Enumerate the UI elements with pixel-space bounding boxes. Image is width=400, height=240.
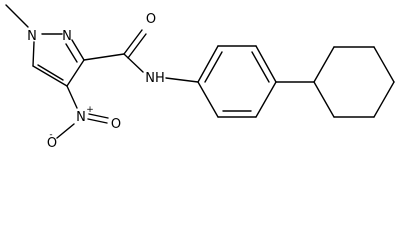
bond-ph-inner-2 [251, 51, 270, 83]
charge-o-nitro-1: - [49, 130, 52, 140]
bond-c3-camide [83, 53, 125, 61]
bond-carbonyl-a [123, 29, 143, 55]
bond-ph-3 [255, 45, 277, 83]
bond-cy-4 [373, 81, 395, 118]
bond-ph-4 [255, 81, 277, 118]
bond-cy-6 [313, 81, 335, 118]
bond-ph-1 [197, 45, 219, 83]
bond-camide-nh [123, 53, 144, 73]
charge-n-nitro: + [86, 105, 94, 115]
molecule-canvas: N N O NH N + O - O [5, 4, 395, 151]
bond-ph-inner-1 [204, 51, 223, 83]
atom-o-carbonyl: O [146, 12, 156, 27]
atom-n1: N [27, 29, 37, 44]
bond-nh-phenyl [165, 77, 199, 83]
atom-o-nitro-1: O [47, 136, 57, 151]
bond-nnitro-o1 [56, 123, 75, 139]
atom-nh: NH [145, 71, 165, 86]
bond-c3-c4 [66, 59, 85, 87]
bond-nnitro-o2-b [87, 118, 108, 124]
bond-c4-nnitro [66, 85, 78, 109]
structure-diagram: N N O NH N + O - O [5, 4, 395, 151]
bond-methyl-n1 [5, 4, 29, 28]
bond-c4-c5-a [32, 65, 68, 87]
bond-cy-1 [313, 46, 335, 83]
bond-cy-3 [373, 46, 395, 83]
atom-n-nitro: N [76, 110, 86, 125]
bond-ph-6 [197, 81, 219, 118]
atom-o-nitro-2: O [111, 117, 121, 132]
bond-carbonyl-b [127, 33, 147, 59]
atom-n2: N [62, 29, 72, 44]
bond-c5-n1 [32, 41, 35, 67]
bond-c4-c5-b [37, 64, 64, 81]
bond-n2-c3-b [65, 43, 78, 63]
bond-nnitro-o2-a [88, 113, 109, 119]
bond-n2-c3-a [71, 39, 85, 61]
